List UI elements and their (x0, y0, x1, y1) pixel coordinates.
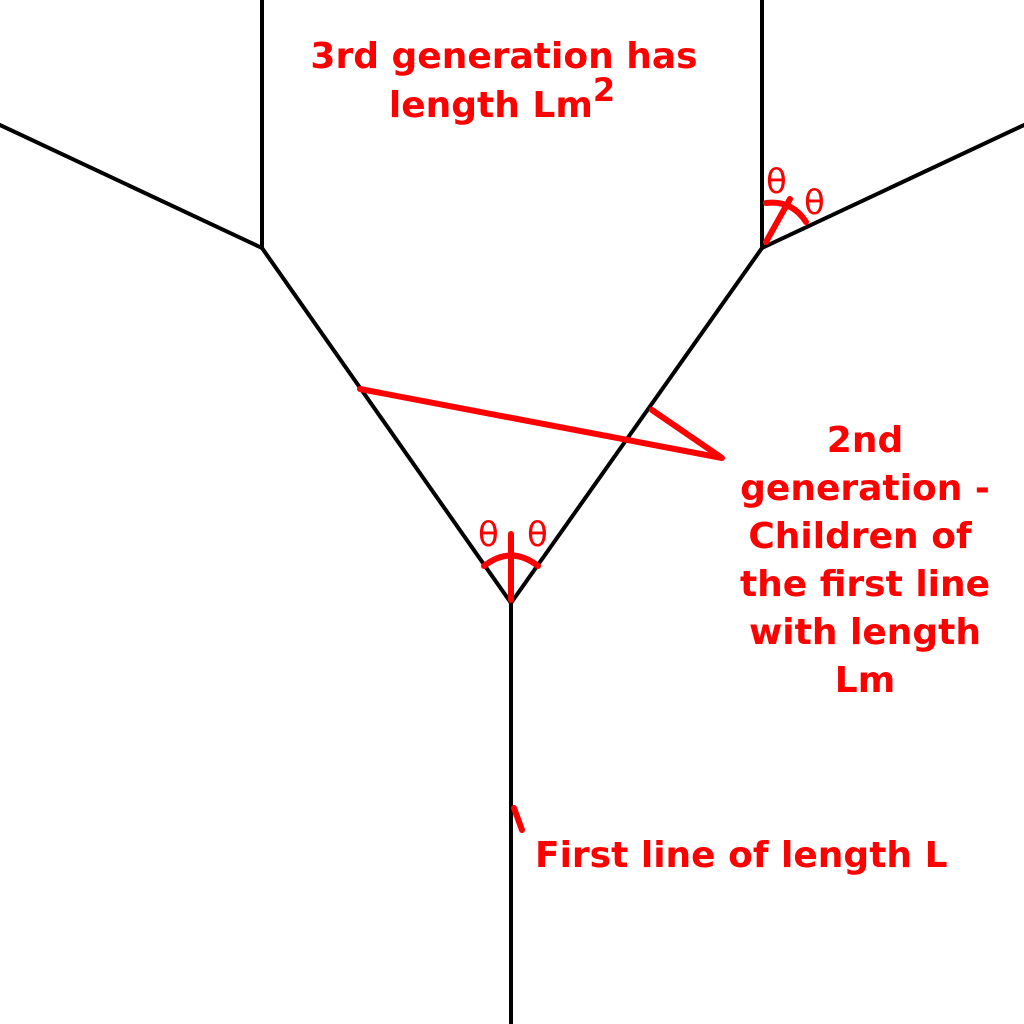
second-gen-label-line5: with length (749, 612, 981, 653)
third-gen-label-line2: length Lm2 (389, 71, 615, 126)
second-gen-label-line2: generation - (740, 468, 990, 509)
left-second-gen-branch (260, 246, 513, 605)
theta-symbols: θ θ θ θ (478, 162, 825, 555)
third-gen-label-line1: 3rd generation has (310, 36, 697, 77)
right-third-gen-outer-branch (760, 123, 1024, 250)
annotations (357, 196, 809, 833)
second-gen-label-line1: 2nd (827, 420, 903, 461)
right-second-gen-branch (509, 246, 764, 605)
second-gen-label-line3: Children of (748, 516, 972, 557)
third-gen-label: 3rd generation has length Lm2 (310, 36, 697, 126)
third-gen-label-exponent: 2 (593, 71, 615, 109)
first-line-label: First line of length L (535, 835, 948, 876)
bottom-angle-arc (481, 552, 541, 569)
second-gen-pointer (357, 386, 725, 461)
second-gen-label-line4: the first line (740, 564, 990, 605)
third-gen-label-base: length Lm (389, 85, 593, 126)
theta-bottom-right: θ (527, 515, 548, 555)
left-third-gen-outer-branch (0, 123, 264, 250)
theta-bottom-left: θ (478, 515, 499, 555)
second-gen-label-line6: Lm (835, 660, 895, 701)
right-fork-angle-arc (763, 199, 809, 225)
theta-right-fork-lower: θ (804, 183, 825, 223)
theta-right-fork-upper: θ (766, 162, 787, 202)
second-gen-label: 2nd generation - Children of the first l… (740, 420, 990, 701)
first-line-pointer (511, 805, 525, 833)
